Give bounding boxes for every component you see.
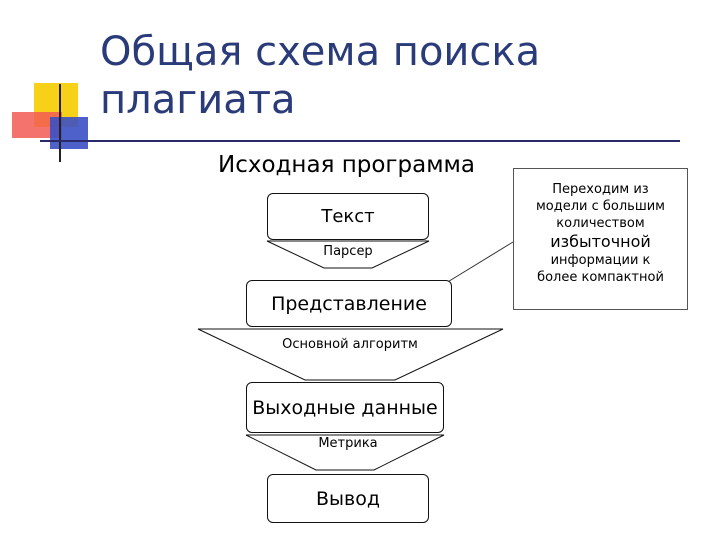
note-pointer-line [446, 242, 513, 283]
parser-label: Парсер [300, 244, 396, 259]
note-line-2: модели с большим [514, 198, 687, 215]
note-line-6: более компактной [514, 269, 687, 286]
output-data-box: Выходные данные [246, 382, 444, 433]
note-line-1: Переходим из [514, 181, 687, 198]
note-line-4: избыточной [514, 232, 687, 252]
main-algorithm-label: Основной алгоритм [240, 337, 460, 352]
result-box: Вывод [267, 474, 429, 523]
note-line-5: информации к [514, 252, 687, 269]
metric-label: Метрика [300, 436, 396, 451]
explanation-note: Переходим из модели с большим количество… [513, 168, 688, 310]
note-line-3: количеством [514, 215, 687, 232]
representation-box: Представление [246, 280, 452, 327]
text-box: Текст [267, 193, 429, 240]
